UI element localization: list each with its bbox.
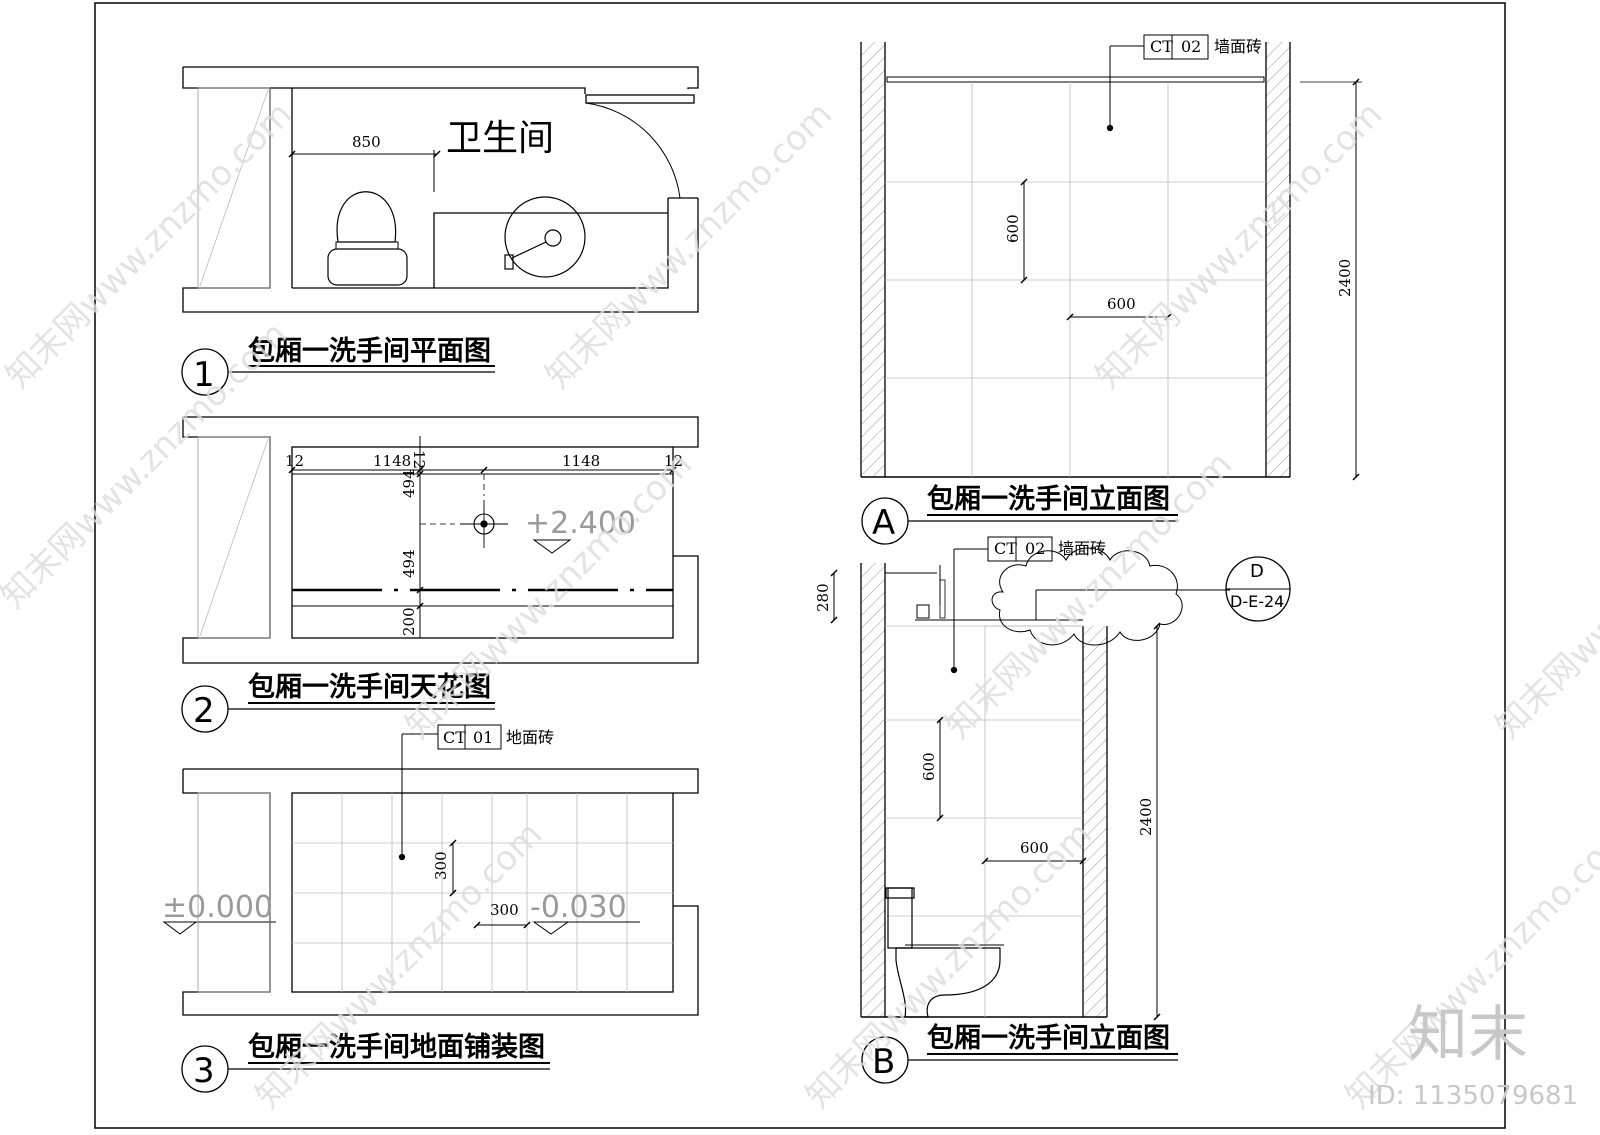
view-title-a — [861, 497, 1178, 545]
floor-tag-code: CT — [443, 728, 466, 747]
watermark-logo: 知末 — [1408, 1000, 1528, 1070]
view-title-1 — [181, 348, 495, 396]
elev-b-dim-top: 280 — [814, 583, 832, 612]
ceiling-level: +2.400 — [525, 506, 636, 541]
ceiling-dim-top-gap: 12 — [410, 450, 428, 469]
elev-a-dim-h: 600 — [1107, 295, 1136, 313]
watermark-repeat-8: 知末网www.znzmo.com — [248, 814, 550, 1116]
view-title-2 — [181, 685, 495, 733]
watermark-repeat-3: 知末网www.znzmo.com — [1088, 94, 1390, 396]
elev-a-height: 2400 — [1336, 259, 1354, 297]
watermark-repeats: 知末网www.znzmo.com 知末网www.znzmo.com 知末网www… — [0, 94, 1600, 1116]
ceiling-dim-left-gap: 12 — [285, 452, 304, 470]
ceiling-dim-right-gap: 12 — [664, 452, 683, 470]
watermark-repeat-9: 知末网www.znzmo.com — [798, 814, 1100, 1116]
ceiling-dim-left-span: 1148 — [373, 452, 411, 470]
elev-a-tag-label: 墙面砖 — [1214, 37, 1262, 56]
watermark-repeat-5: 知末网www.znzmo.com — [398, 444, 700, 746]
view-number-2: 2 — [193, 691, 215, 731]
plan-dim-width: 850 — [352, 133, 381, 151]
view-elevation-a — [860, 34, 1362, 481]
floor-dim-h: 300 — [490, 901, 519, 919]
ceiling-dim-right-span: 1148 — [562, 452, 600, 470]
elev-b-dim-v: 600 — [920, 752, 938, 781]
watermark-id: ID: 1135079681 — [1368, 1081, 1578, 1111]
floor-tag-label: 地面砖 — [506, 728, 554, 747]
detail-ref-letter: D — [1250, 561, 1264, 582]
view-elevation-b — [830, 536, 1291, 1021]
elev-b-dim-h: 600 — [1020, 839, 1049, 857]
elev-b-tag-num: 02 — [1025, 539, 1045, 558]
view-number-b: B — [872, 1042, 895, 1082]
view-floor — [162, 724, 699, 1016]
view-ceiling — [182, 416, 699, 664]
sheet-border — [94, 2, 1506, 1129]
ceiling-dim-v1: 494 — [400, 469, 418, 498]
view-title-3 — [181, 1045, 550, 1093]
view-title-text-b: 包厢一洗手间立面图 — [927, 1022, 1170, 1054]
view-title-text-3: 包厢一洗手间地面铺装图 — [248, 1031, 545, 1063]
detail-ref-sheet: D-E-24 — [1230, 592, 1284, 611]
floor-level-right: -0.030 — [530, 890, 627, 925]
elev-b-tag-label: 墙面砖 — [1058, 539, 1106, 558]
elev-b-height: 2400 — [1137, 798, 1155, 836]
view-number-1: 1 — [193, 355, 215, 395]
elev-a-tag-num: 02 — [1181, 37, 1201, 56]
view-title-text-a: 包厢一洗手间立面图 — [927, 483, 1170, 515]
view-number-3: 3 — [193, 1051, 215, 1091]
room-label: 卫生间 — [446, 118, 554, 159]
elev-a-tag-code: CT — [1150, 37, 1173, 56]
ceiling-dim-v2: 494 — [400, 549, 418, 578]
view-title-text-2: 包厢一洗手间天花图 — [248, 671, 491, 703]
watermark-repeat-10: 知末网www.znzmo.com — [1338, 814, 1600, 1116]
watermark-repeat-2: 知末网www.znzmo.com — [538, 94, 840, 396]
elev-a-dim-v: 600 — [1004, 214, 1022, 243]
floor-dim-v: 300 — [432, 851, 450, 880]
view-title-text-1: 包厢一洗手间平面图 — [248, 335, 491, 367]
view-title-b — [861, 1036, 1178, 1084]
ceiling-dim-v3: 200 — [400, 607, 418, 636]
view-plan — [182, 66, 699, 313]
floor-tag-num: 01 — [473, 728, 493, 747]
elev-b-tag-code: CT — [994, 539, 1017, 558]
floor-level-left: ±0.000 — [162, 890, 273, 925]
view-number-a: A — [872, 503, 895, 543]
